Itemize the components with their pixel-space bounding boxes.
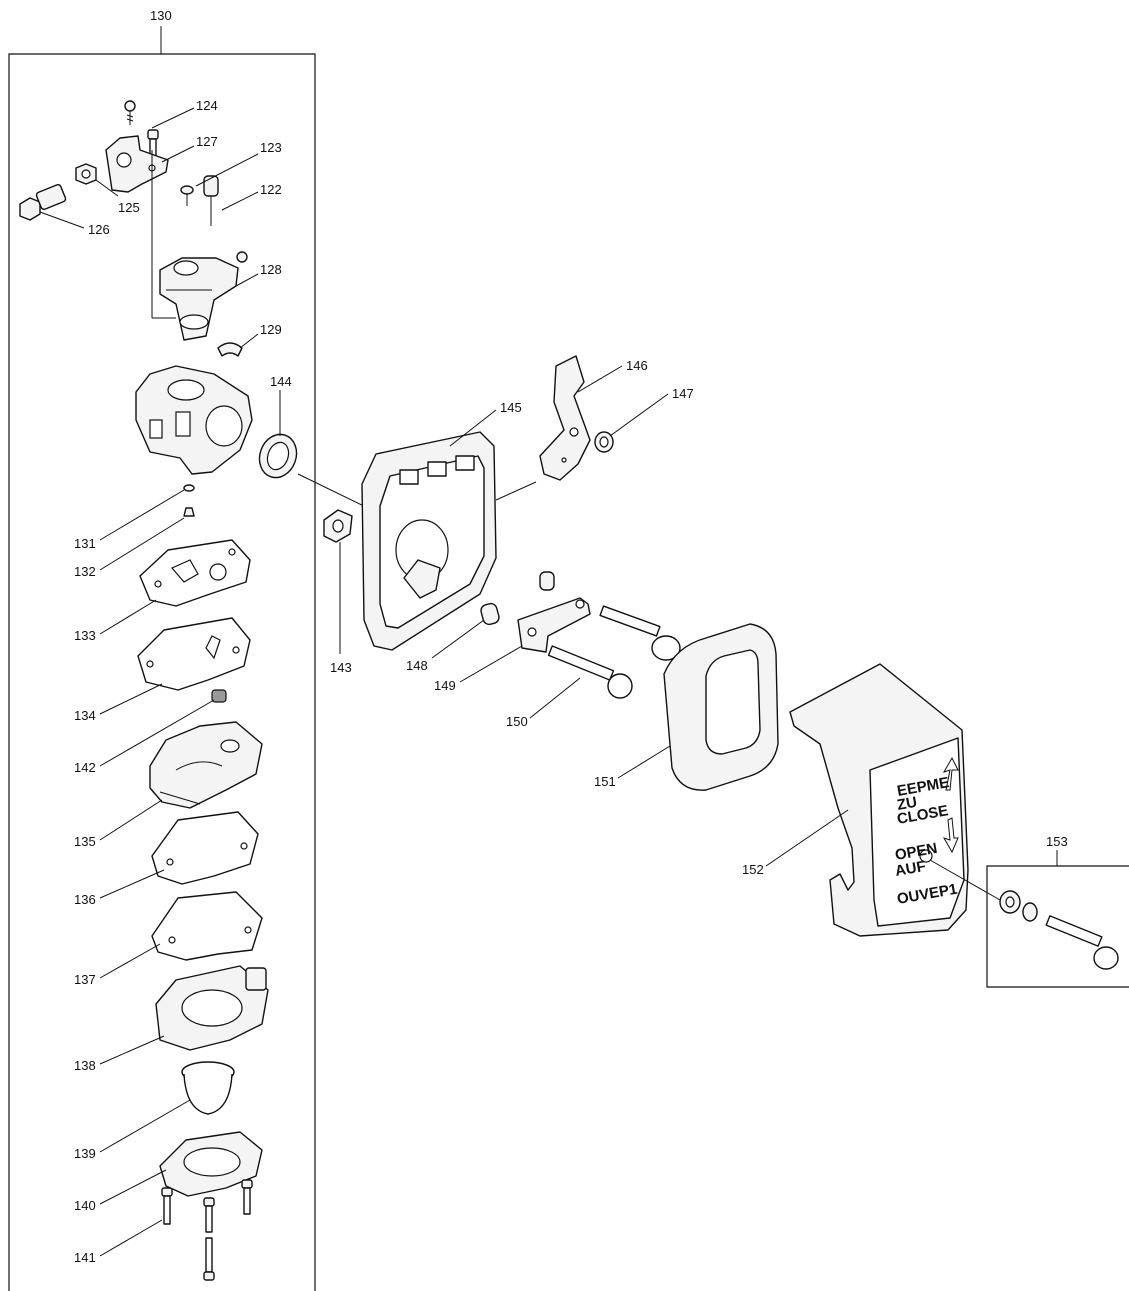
- bracket-149: [517, 571, 591, 653]
- air-filter-element-151: [663, 623, 779, 791]
- callout-123: 123: [260, 140, 282, 155]
- callout-131: 131: [74, 536, 96, 551]
- cover-138: [155, 965, 269, 1051]
- callout-149: 149: [434, 678, 456, 693]
- gasket-133: [139, 539, 251, 607]
- screw-141a: [161, 1187, 173, 1225]
- screw-141b: [203, 1197, 215, 1233]
- callout-153: 153: [1046, 834, 1068, 849]
- screw-124: [124, 100, 136, 125]
- pin-123: [180, 185, 194, 206]
- callout-126: 126: [88, 222, 110, 237]
- callout-148: 148: [406, 658, 428, 673]
- callout-124: 124: [196, 98, 218, 113]
- callout-135: 135: [74, 834, 96, 849]
- callout-150: 150: [506, 714, 528, 729]
- callout-143: 143: [330, 660, 352, 675]
- air-cleaner-base-145: [361, 431, 497, 651]
- callout-144: 144: [270, 374, 292, 389]
- callout-130: 130: [150, 8, 172, 23]
- o-ring-131: [183, 484, 195, 492]
- collar-148: [480, 602, 500, 626]
- callout-141: 141: [74, 1250, 96, 1265]
- cover-label-close-2: ZU: [896, 794, 919, 814]
- callout-129: 129: [260, 322, 282, 337]
- cover-label-open-2: AUF: [894, 858, 927, 880]
- bolt-153: [1045, 915, 1119, 970]
- callout-134: 134: [74, 708, 96, 723]
- callout-136: 136: [74, 892, 96, 907]
- callout-139: 139: [74, 1146, 96, 1161]
- carburetor-assembly-frame: [8, 26, 316, 1291]
- pump-body-135: [149, 721, 263, 809]
- gasket-136: [151, 811, 259, 885]
- cap-142: [211, 689, 227, 703]
- clip-129: [217, 342, 243, 357]
- callout-142: 142: [74, 760, 96, 775]
- callouts: 130 124 127 123 122 125 126 128 129 144 …: [74, 8, 1068, 1265]
- choke-lever-146: [539, 355, 591, 481]
- needle-valve-132: [183, 507, 195, 517]
- primer-bulb-139: [181, 1061, 235, 1115]
- callout-152: 152: [742, 862, 764, 877]
- carburetor-body: [135, 365, 253, 475]
- callout-147: 147: [672, 386, 694, 401]
- bolt-set-frame: [986, 850, 1129, 988]
- callout-145: 145: [500, 400, 522, 415]
- callout-125: 125: [118, 200, 140, 215]
- nut-125: [75, 163, 97, 185]
- plug-122: [203, 175, 219, 226]
- nut-143: [323, 509, 353, 543]
- gasket-ring-144: [258, 433, 298, 479]
- bolt-150: [547, 645, 633, 699]
- arrow-up-icon: [942, 756, 959, 791]
- bolt-upper: [599, 605, 681, 661]
- diaphragm-134: [137, 617, 251, 691]
- leader-lines: [39, 107, 1001, 1257]
- callout-138: 138: [74, 1058, 96, 1073]
- washer-153: [999, 890, 1021, 914]
- callout-146: 146: [626, 358, 648, 373]
- callout-137: 137: [74, 972, 96, 987]
- callout-133: 133: [74, 628, 96, 643]
- bracket: [105, 135, 169, 193]
- retainer-140: [159, 1131, 263, 1197]
- screw-141c: [241, 1179, 253, 1215]
- callout-128: 128: [260, 262, 282, 277]
- callout-132: 132: [74, 564, 96, 579]
- adjusting-screw-126: [19, 183, 67, 221]
- callout-140: 140: [74, 1198, 96, 1213]
- spring-washer-153: [1022, 902, 1038, 922]
- callout-151: 151: [594, 774, 616, 789]
- callout-127: 127: [196, 134, 218, 149]
- air-cleaner-cover-152: [789, 663, 969, 937]
- arrow-down-icon: [942, 817, 959, 854]
- throttle-body-128: [159, 251, 248, 341]
- diaphragm-137: [151, 891, 263, 961]
- callout-122: 122: [260, 182, 282, 197]
- washer-147: [594, 431, 614, 453]
- screw-141d: [203, 1237, 215, 1281]
